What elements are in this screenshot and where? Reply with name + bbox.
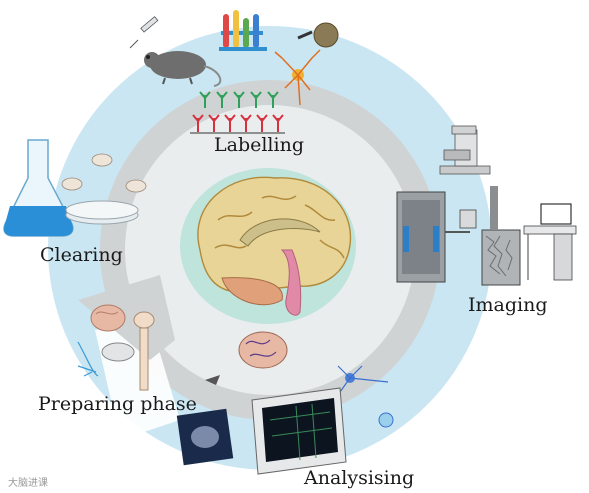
antibody-icon <box>190 91 285 134</box>
watermark: 大脑进课 <box>8 476 48 489</box>
cerebellum <box>221 277 283 306</box>
neuron-icon <box>274 49 321 106</box>
cycle-arrow-head <box>78 275 175 360</box>
petri-dish-icon <box>65 200 139 225</box>
clearing-label: Clearing <box>40 244 123 266</box>
light-sheet-microscope-icon <box>396 191 477 283</box>
preparing-stage: Preparing phase <box>38 304 197 415</box>
spinal-cord-icon <box>133 311 155 391</box>
neuron-icon <box>337 365 394 428</box>
clearing-stage: Clearing <box>3 139 147 266</box>
monitor-icon <box>251 387 347 475</box>
coin-icon <box>297 22 339 48</box>
mouse-brain-icon <box>77 341 135 377</box>
imaging-stage: Imaging <box>396 125 577 316</box>
brainstem <box>280 249 302 316</box>
imaging-label: Imaging <box>468 294 548 316</box>
brain-icon <box>90 304 126 332</box>
labelling-label: Labelling <box>214 134 304 156</box>
mouse-icon <box>144 51 222 87</box>
brain-icon <box>238 331 288 369</box>
labelling-stage: Labelling <box>129 10 339 156</box>
cycle-rings <box>48 26 492 470</box>
test-tubes-icon <box>219 10 267 51</box>
preparing-label: Preparing phase <box>38 393 197 415</box>
brain-cortex <box>197 176 352 293</box>
analysing-label: Analysising <box>303 467 414 489</box>
syringe-icon <box>129 16 159 49</box>
brain-gyri <box>214 195 345 259</box>
analysing-stage: Analysising <box>176 331 414 489</box>
progress-arrow-icon <box>205 375 220 385</box>
brain-slice-icon <box>176 408 234 466</box>
computer-workstation-icon <box>481 186 577 286</box>
mouse-brain-icon <box>61 153 147 193</box>
microscope-icon <box>439 125 491 175</box>
corpus-callosum <box>239 218 321 247</box>
flask-icon <box>3 139 74 237</box>
central-brain <box>180 168 356 324</box>
